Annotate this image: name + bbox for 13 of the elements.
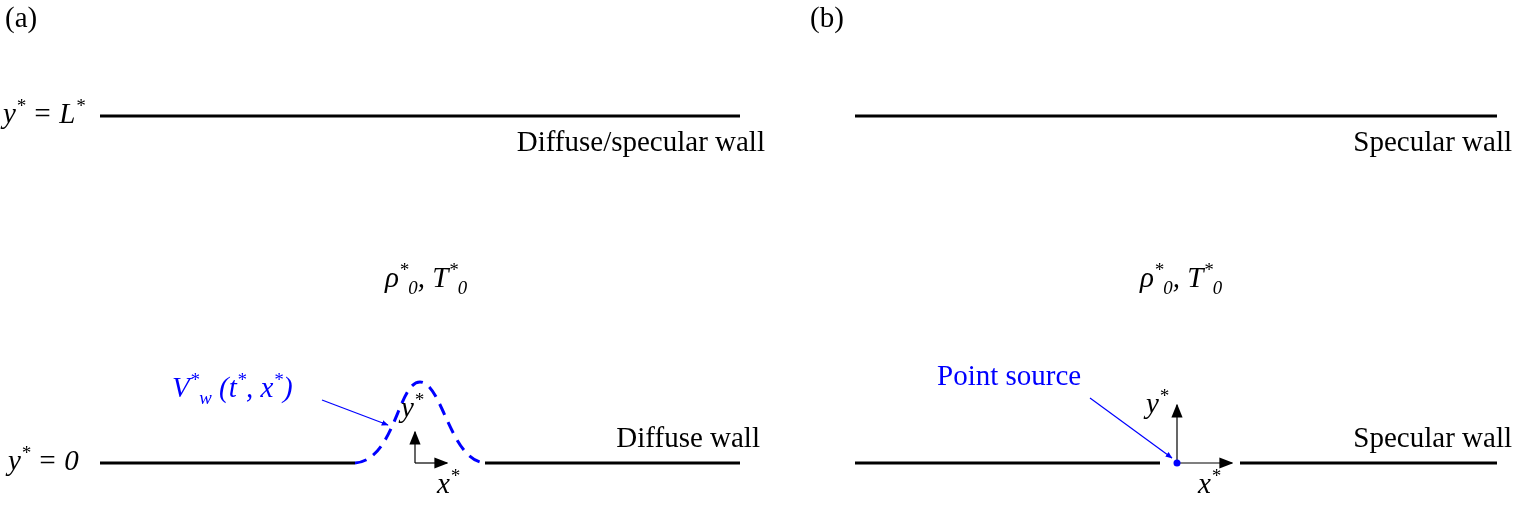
axis-label: x$^{*}$ — [437, 468, 460, 500]
axis-label: x$^{*}$ — [1198, 468, 1221, 500]
wall-label: Specular wall — [1353, 126, 1512, 158]
point-source-dot — [1173, 459, 1181, 467]
panel-label: (b) — [810, 2, 844, 34]
leader-line — [321, 399, 389, 426]
annotation-label: Point source — [937, 360, 1082, 392]
wall-label: Diffuse/specular wall — [516, 126, 765, 158]
wall-label: Diffuse wall — [616, 422, 760, 454]
panel-label: (a) — [5, 2, 38, 34]
annotation-label: V$^{*}$$_{w}$ (t$^{*}$, x$^{*}$) — [172, 372, 293, 404]
leader-line — [1089, 397, 1173, 459]
wall-label: Specular wall — [1353, 422, 1512, 454]
